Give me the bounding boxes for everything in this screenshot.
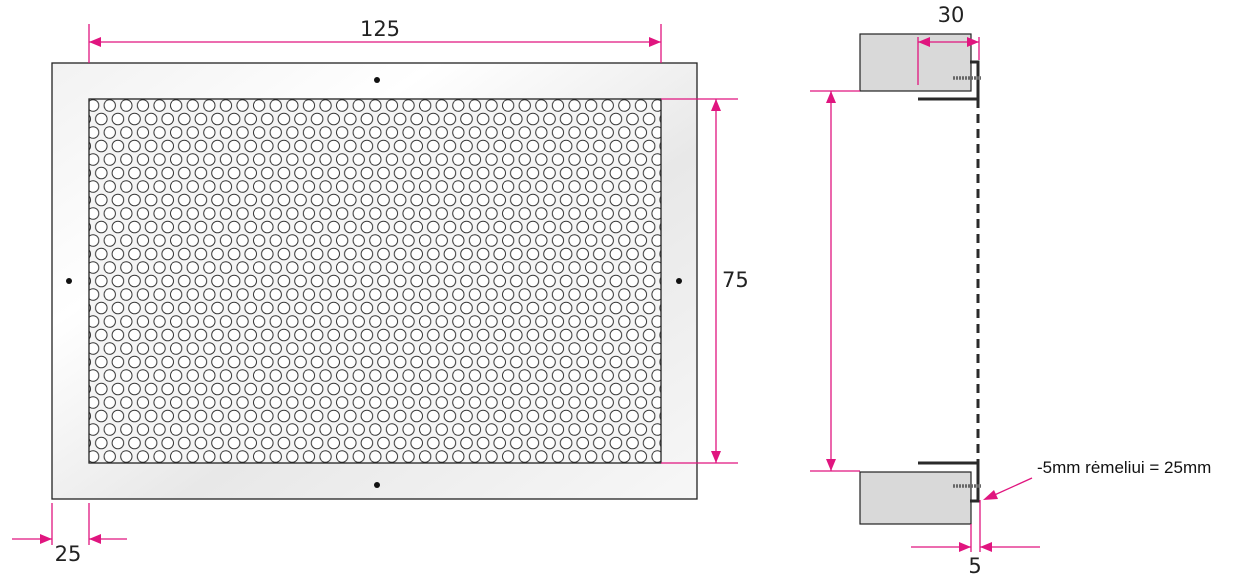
wall-bottom <box>859 471 972 525</box>
depth-label: 30 <box>938 3 965 27</box>
height-dimension: 75 <box>661 98 749 464</box>
frame-dimension: 25 <box>12 503 127 566</box>
width-dimension: 125 <box>88 17 662 63</box>
side-view: 30 5 -5mm rėmeliui = 25mm <box>810 3 1211 578</box>
opening-dimension <box>810 90 860 472</box>
front-view: 125 75 25 <box>12 17 749 566</box>
frame-profile-bottom <box>918 461 980 503</box>
frame-profile-top <box>918 60 980 101</box>
gap-dimension: 5 <box>911 500 1040 578</box>
screw-hole-left <box>66 278 72 284</box>
screw-hole-bottom <box>374 482 380 488</box>
frame-note: -5mm rėmeliui = 25mm <box>983 458 1211 500</box>
screw-hole-right <box>676 278 682 284</box>
frame-label: 25 <box>55 542 82 566</box>
screw-hole-top <box>374 77 380 83</box>
gap-label: 5 <box>968 554 981 578</box>
depth-dimension: 30 <box>917 3 980 85</box>
width-label: 125 <box>360 17 400 41</box>
perforated-panel <box>88 98 662 464</box>
frame-note-text: -5mm rėmeliui = 25mm <box>1037 458 1211 477</box>
height-label: 75 <box>722 268 749 292</box>
